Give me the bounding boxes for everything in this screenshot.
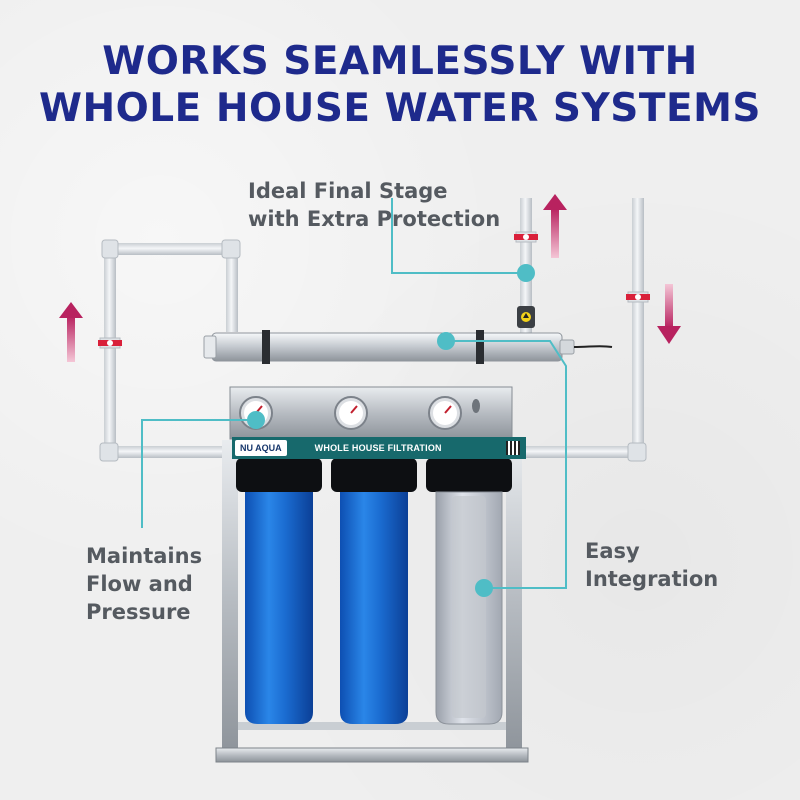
valve-icon (626, 291, 650, 303)
valve-icon (514, 231, 538, 243)
pressure-gauge-icon (334, 396, 368, 430)
pressure-gauge-icon (428, 396, 462, 430)
arrow-up-icon (59, 302, 83, 362)
callout-integration-line-2: Integration (585, 567, 719, 591)
filter-housing-1 (236, 458, 322, 724)
callout-dot-uv (437, 332, 455, 350)
flow-sensor-icon (517, 306, 535, 328)
arrow-up-icon (543, 194, 567, 258)
product-label-title: WHOLE HOUSE FILTRATION (314, 443, 442, 453)
callout-flow-line-2: Flow and (86, 572, 193, 596)
callout-final-line-1: Ideal Final Stage (248, 179, 448, 203)
valve-icon (98, 337, 122, 349)
filter-housing-2 (331, 458, 417, 724)
pipe-top-loop (110, 243, 232, 255)
headline-line-2: WHOLE HOUSE WATER SYSTEMS (39, 86, 761, 131)
callout-flow-pressure: Maintains Flow and Pressure (86, 542, 202, 626)
qr-code-icon (506, 441, 520, 455)
callout-easy-integration: Easy Integration (585, 537, 718, 593)
filter-frame (215, 386, 529, 763)
product-label-bar: NU AQUA WHOLE HOUSE FILTRATION (232, 437, 526, 459)
uv-sterilizer (203, 330, 613, 364)
callout-flow-line-3: Pressure (86, 600, 191, 624)
headline: WORKS SEAMLESSLY WITH WHOLE HOUSE WATER … (0, 38, 800, 132)
pipe-inlet-horizontal (104, 446, 244, 458)
pipe-loop-down (226, 250, 238, 332)
callout-dot-flow (247, 411, 265, 429)
callout-final-stage: Ideal Final Stage with Extra Protection (248, 177, 500, 233)
arrow-down-icon (657, 284, 681, 344)
callout-dot-integration (475, 579, 493, 597)
pipe-right-vertical (632, 198, 644, 456)
callout-final-line-2: with Extra Protection (248, 207, 501, 231)
pipe-outlet-horizontal (520, 446, 640, 458)
brand-logo: NU AQUA (235, 440, 287, 456)
callout-lines (141, 198, 567, 589)
callout-flow-line-1: Maintains (86, 544, 203, 568)
callout-integration-line-1: Easy (585, 539, 640, 563)
headline-line-1: WORKS SEAMLESSLY WITH (102, 39, 698, 84)
pipe-left-vertical (104, 250, 116, 460)
callout-dot-final (517, 264, 535, 282)
filter-housing-clear (426, 458, 512, 725)
